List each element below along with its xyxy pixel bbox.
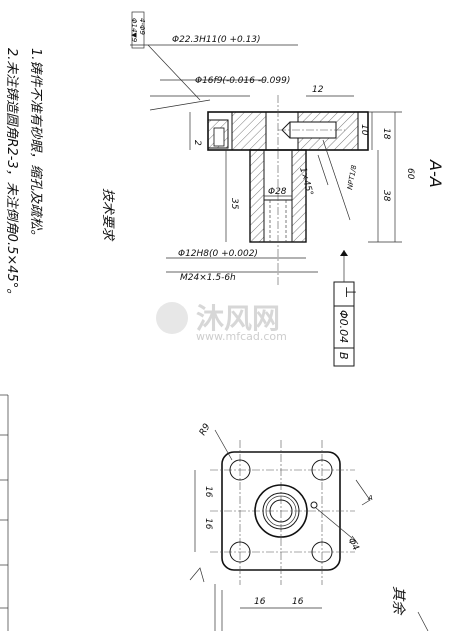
dim-d16: Φ16f9(-0.016 -0.099) xyxy=(195,76,290,86)
tolerance-datum: B xyxy=(337,352,350,360)
notes-line1: 1.铸件不准有砂眼，缩孔及疏松。 xyxy=(28,48,43,242)
dim-h16a: 16 xyxy=(254,597,266,607)
dim-h16b: 16 xyxy=(292,597,304,607)
notes-line2: 2.未注铸造圆角R2-3，未注倒角0.5×45°。 xyxy=(4,48,19,301)
left-border xyxy=(0,394,9,631)
dim-d4: Φ4 xyxy=(345,537,360,553)
watermark: 沐风网 www.mfcad.com xyxy=(156,302,287,343)
dim-35: 35 xyxy=(229,198,239,210)
dim-18: 18 xyxy=(381,128,391,140)
technical-notes: 技术要求 1.铸件不准有砂眼，缩孔及疏松。 2.未注铸造圆角R2-3，未注倒角0… xyxy=(4,48,115,301)
dim-small-top2: Φ14▼9 xyxy=(130,18,138,43)
dim-small-top: 4-Φ9 xyxy=(138,18,146,35)
dim-v16b: 16 xyxy=(203,518,213,530)
dim-v16a: 16 xyxy=(203,486,213,498)
notes-heading: 技术要求 xyxy=(100,188,115,242)
corner-text: 其余 xyxy=(390,586,406,616)
watermark-url: www.mfcad.com xyxy=(196,330,287,343)
tolerance-value: Φ0.04 xyxy=(337,310,350,343)
dim-npt: NPT1/8 xyxy=(346,164,358,191)
dim-vmark: A xyxy=(367,494,373,502)
plan-view xyxy=(189,429,371,631)
dim-d12: Φ12H8(0 +0.002) xyxy=(178,249,258,259)
plan-dimensions: R9 16 16 16 16 Φ4 A xyxy=(198,422,373,607)
dim-60: 60 xyxy=(405,168,415,180)
dim-thread: M24×1.5-6h xyxy=(180,273,236,283)
section-label: A-A xyxy=(426,159,445,188)
dim-10: 10 xyxy=(359,124,369,136)
dim-r9: R9 xyxy=(198,422,213,438)
dim-38: 38 xyxy=(381,190,391,202)
watermark-brand: 沐风网 xyxy=(196,302,280,335)
section-dimensions: Φ22.3H11(0 +0.13) Φ16f9(-0.016 -0.099) 1… xyxy=(130,18,415,360)
tolerance-symbol: ⊥ xyxy=(342,286,358,298)
dim-12: 12 xyxy=(312,85,324,95)
dim-d22: Φ22.3H11(0 +0.13) xyxy=(172,35,261,45)
dim-2: 2 xyxy=(192,140,202,146)
dim-d28: Φ28 xyxy=(268,187,287,197)
section-view xyxy=(130,11,402,367)
